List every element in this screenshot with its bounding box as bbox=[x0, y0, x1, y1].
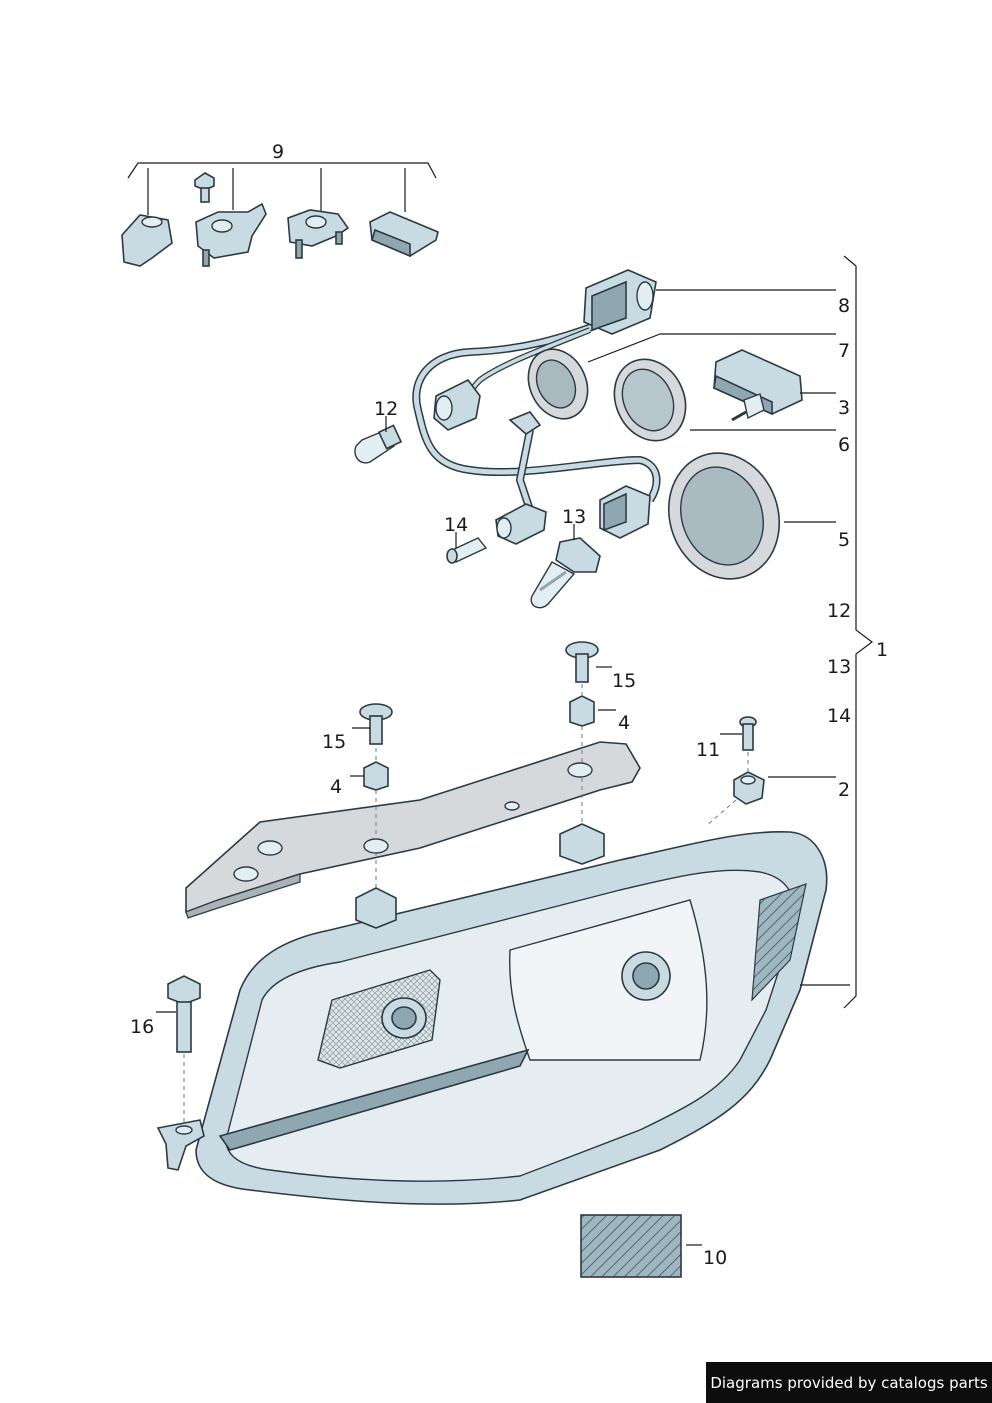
bulb-14 bbox=[446, 537, 488, 564]
mounting-plate bbox=[185, 741, 641, 919]
callout-11: 11 bbox=[696, 739, 720, 761]
callout-1: 1 bbox=[876, 639, 888, 661]
callout-14: 14 bbox=[444, 514, 468, 536]
cover-cap-5 bbox=[667, 452, 781, 580]
callout-3: 3 bbox=[838, 397, 850, 419]
nut-4-left bbox=[363, 761, 389, 791]
label-plate-10 bbox=[580, 1214, 682, 1278]
callout-12-list: 12 bbox=[827, 600, 851, 622]
bracket-c bbox=[287, 209, 350, 259]
holder-14 bbox=[495, 503, 547, 545]
credit-banner: Diagrams provided by catalogs parts bbox=[706, 1362, 992, 1403]
nut-2 bbox=[733, 771, 765, 805]
screw-15-left bbox=[359, 703, 393, 745]
callout-16: 16 bbox=[130, 1016, 154, 1038]
callout-13-list: 13 bbox=[827, 656, 851, 678]
callout-4-right: 4 bbox=[618, 712, 630, 734]
callout-5: 5 bbox=[838, 529, 850, 551]
callout-13: 13 bbox=[562, 506, 586, 528]
callout-10: 10 bbox=[703, 1247, 727, 1269]
screw-11 bbox=[739, 716, 757, 751]
wiring-harness bbox=[354, 269, 661, 609]
bulb-12 bbox=[354, 424, 403, 464]
bracket-screw bbox=[194, 172, 215, 203]
callout-2: 2 bbox=[838, 779, 850, 801]
bulb-13 bbox=[530, 537, 601, 609]
grommet-7 bbox=[527, 348, 589, 420]
seal-ring-6 bbox=[613, 358, 687, 442]
bracket-set-9: 9 bbox=[121, 141, 439, 267]
bracket-b bbox=[195, 202, 267, 267]
bolt-16 bbox=[167, 975, 201, 1053]
callout-7: 7 bbox=[838, 340, 850, 362]
headlight-housing bbox=[156, 823, 828, 1205]
callout-9: 9 bbox=[272, 141, 284, 163]
plug-13 bbox=[599, 485, 651, 539]
connector-8 bbox=[583, 269, 657, 335]
callout-15-right: 15 bbox=[612, 670, 636, 692]
nut-4-right bbox=[569, 695, 595, 727]
socket-12 bbox=[433, 378, 481, 431]
bracket-d bbox=[369, 211, 439, 258]
callout-4-left: 4 bbox=[330, 776, 342, 798]
callout-12: 12 bbox=[374, 398, 398, 420]
callout-14-list: 14 bbox=[827, 705, 851, 727]
callout-15-left: 15 bbox=[322, 731, 346, 753]
bracket-a bbox=[121, 214, 173, 267]
bracket-part-1 bbox=[843, 255, 873, 1009]
actuator-3 bbox=[713, 349, 803, 422]
screw-15-right bbox=[565, 641, 599, 683]
callout-8: 8 bbox=[838, 295, 850, 317]
callout-6: 6 bbox=[838, 434, 850, 456]
